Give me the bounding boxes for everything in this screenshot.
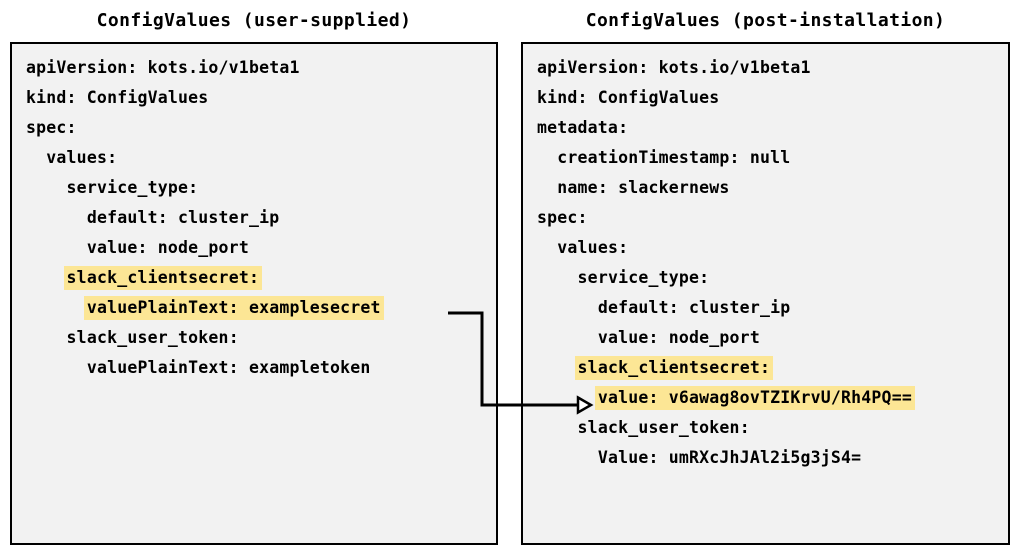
code-text: valuePlainText: exampletoken bbox=[86, 358, 371, 377]
code-line: valuePlainText: examplesecret bbox=[26, 293, 494, 323]
code-text: slack_user_token: bbox=[66, 328, 239, 347]
code-indent bbox=[26, 238, 87, 257]
code-indent bbox=[537, 298, 598, 317]
code-line: metadata: bbox=[537, 113, 1006, 143]
code-text-highlighted: value: v6awag8ovTZIKrvU/Rh4PQ== bbox=[594, 386, 915, 410]
code-text: value: node_port bbox=[597, 328, 760, 347]
left-code-body: apiVersion: kots.io/v1beta1 kind: ConfigV… bbox=[26, 53, 494, 383]
right-panel-title: ConfigValues (post-installation) bbox=[585, 10, 946, 31]
code-indent bbox=[26, 208, 87, 227]
code-indent bbox=[537, 238, 557, 257]
code-line: spec: bbox=[26, 113, 494, 143]
code-line: value: v6awag8ovTZIKrvU/Rh4PQ== bbox=[537, 383, 1006, 413]
code-text-highlighted: valuePlainText: examplesecret bbox=[83, 296, 384, 320]
code-text: default: cluster_ip bbox=[86, 208, 280, 227]
code-text: apiVersion: kots.io/v1beta1 bbox=[26, 58, 300, 77]
code-line: creationTimestamp: null bbox=[537, 143, 1006, 173]
code-text-highlighted: slack_clientsecret: bbox=[63, 266, 263, 290]
code-indent bbox=[537, 388, 598, 407]
code-line: values: bbox=[26, 143, 494, 173]
code-text: service_type: bbox=[66, 178, 199, 197]
code-line: kind: ConfigValues bbox=[26, 83, 494, 113]
code-line: Value: umRXcJhJAl2i5g3jS4= bbox=[537, 443, 1006, 473]
code-line: service_type: bbox=[537, 263, 1006, 293]
right-code-body: apiVersion: kots.io/v1beta1 kind: ConfigV… bbox=[537, 53, 1006, 473]
code-line: kind: ConfigValues bbox=[537, 83, 1006, 113]
code-line: name: slackernews bbox=[537, 173, 1006, 203]
code-line: apiVersion: kots.io/v1beta1 bbox=[26, 53, 494, 83]
code-line: slack_clientsecret: bbox=[26, 263, 494, 293]
code-indent bbox=[26, 268, 67, 287]
code-text: Value: umRXcJhJAl2i5g3jS4= bbox=[597, 448, 862, 467]
code-line: service_type: bbox=[26, 173, 494, 203]
code-line: spec: bbox=[537, 203, 1006, 233]
code-indent bbox=[26, 298, 87, 317]
code-text: values: bbox=[557, 238, 629, 257]
code-text: value: node_port bbox=[86, 238, 249, 257]
code-line: default: cluster_ip bbox=[26, 203, 494, 233]
code-text: spec: bbox=[537, 208, 588, 227]
code-line: value: node_port bbox=[537, 323, 1006, 353]
code-text: creationTimestamp: null bbox=[557, 148, 791, 167]
code-indent bbox=[537, 358, 578, 377]
code-indent bbox=[537, 178, 557, 197]
code-text: kind: ConfigValues bbox=[537, 88, 720, 107]
code-text: slack_user_token: bbox=[577, 418, 750, 437]
right-config-box: apiVersion: kots.io/v1beta1 kind: ConfigV… bbox=[521, 42, 1010, 545]
code-line: values: bbox=[537, 233, 1006, 263]
code-text-highlighted: slack_clientsecret: bbox=[574, 356, 774, 380]
code-indent bbox=[26, 358, 87, 377]
code-indent bbox=[26, 148, 46, 167]
code-indent bbox=[537, 148, 557, 167]
code-line: apiVersion: kots.io/v1beta1 bbox=[537, 53, 1006, 83]
code-text: values: bbox=[46, 148, 118, 167]
code-text: name: slackernews bbox=[557, 178, 730, 197]
code-line: default: cluster_ip bbox=[537, 293, 1006, 323]
code-line: valuePlainText: exampletoken bbox=[26, 353, 494, 383]
code-indent bbox=[537, 328, 598, 347]
code-line: value: node_port bbox=[26, 233, 494, 263]
code-line: slack_user_token: bbox=[26, 323, 494, 353]
code-line: slack_user_token: bbox=[537, 413, 1006, 443]
code-indent bbox=[537, 268, 578, 287]
code-text: spec: bbox=[26, 118, 77, 137]
code-indent bbox=[537, 448, 598, 467]
code-indent bbox=[26, 178, 67, 197]
code-text: apiVersion: kots.io/v1beta1 bbox=[537, 58, 811, 77]
left-config-box: apiVersion: kots.io/v1beta1 kind: ConfigV… bbox=[10, 42, 498, 545]
code-text: kind: ConfigValues bbox=[26, 88, 209, 107]
code-line: slack_clientsecret: bbox=[537, 353, 1006, 383]
code-text: default: cluster_ip bbox=[597, 298, 791, 317]
code-text: service_type: bbox=[577, 268, 710, 287]
code-indent bbox=[537, 418, 578, 437]
code-text: metadata: bbox=[537, 118, 629, 137]
code-indent bbox=[26, 328, 67, 347]
left-panel-title: ConfigValues (user-supplied) bbox=[96, 10, 412, 31]
